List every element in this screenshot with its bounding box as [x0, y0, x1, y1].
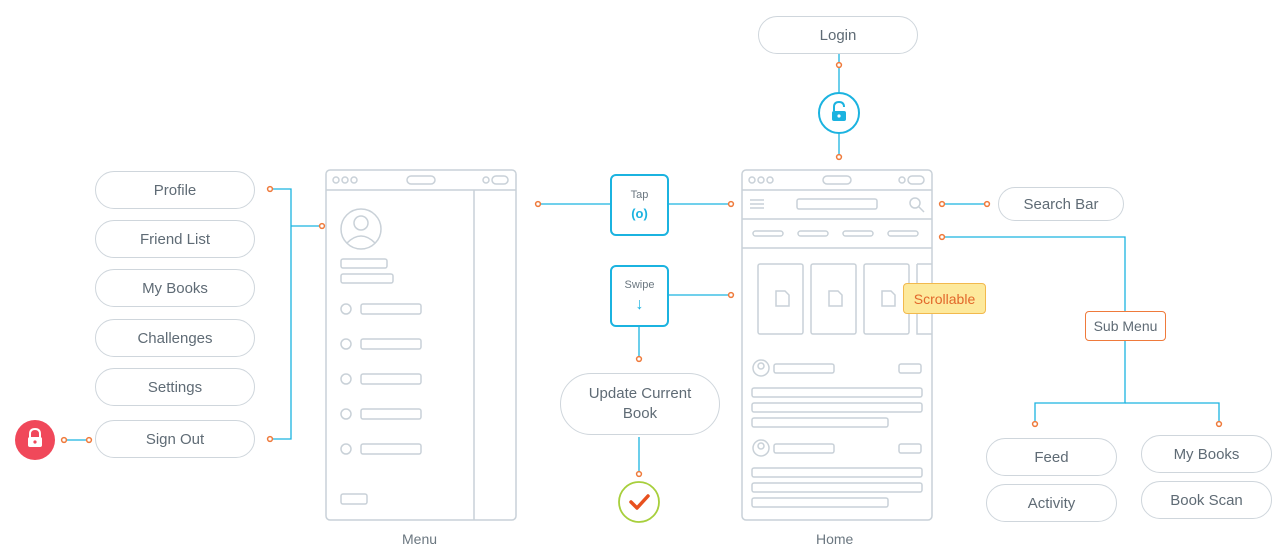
update-current-book-node[interactable]: Update Current Book [560, 373, 720, 435]
tap-gesture-node: Tap (o) [610, 174, 669, 236]
home-wireframe [741, 169, 933, 521]
menu-item-profile[interactable]: Profile [95, 171, 255, 209]
login-lock-icon [818, 92, 860, 134]
checkmark-icon [618, 481, 660, 523]
menu-item-sign-out[interactable]: Sign Out [95, 420, 255, 458]
menu-item-my-books[interactable]: My Books [95, 269, 255, 307]
tap-icon: (o) [631, 206, 648, 221]
sub-menu-item-my-books[interactable]: My Books [1141, 435, 1272, 473]
menu-item-friend-list[interactable]: Friend List [95, 220, 255, 258]
update-label-line2: Book [622, 405, 658, 422]
menu-item-settings[interactable]: Settings [95, 368, 255, 406]
sub-menu-tag: Sub Menu [1085, 311, 1166, 341]
update-label-line1: Update Current [588, 385, 692, 402]
connector-dots [60, 61, 1223, 478]
scrollable-tag: Scrollable [903, 283, 986, 314]
login-node[interactable]: Login [758, 16, 918, 54]
swipe-label: Swipe [624, 278, 655, 291]
menu-wireframe [325, 169, 517, 521]
sign-out-lock-icon [15, 420, 55, 460]
menu-item-challenges[interactable]: Challenges [95, 319, 255, 357]
sub-menu-item-book-scan[interactable]: Book Scan [1141, 481, 1272, 519]
tap-label: Tap [630, 189, 649, 201]
connector-lines [64, 54, 1220, 474]
sub-menu-item-feed[interactable]: Feed [986, 438, 1117, 476]
sub-menu-item-activity[interactable]: Activity [986, 484, 1117, 522]
swipe-gesture-node: Swipe ↓ [610, 265, 669, 327]
arrow-down-icon: ↓ [635, 295, 644, 313]
search-bar-node[interactable]: Search Bar [998, 187, 1124, 221]
menu-caption: Menu [402, 531, 438, 547]
home-caption: Home [816, 531, 854, 547]
